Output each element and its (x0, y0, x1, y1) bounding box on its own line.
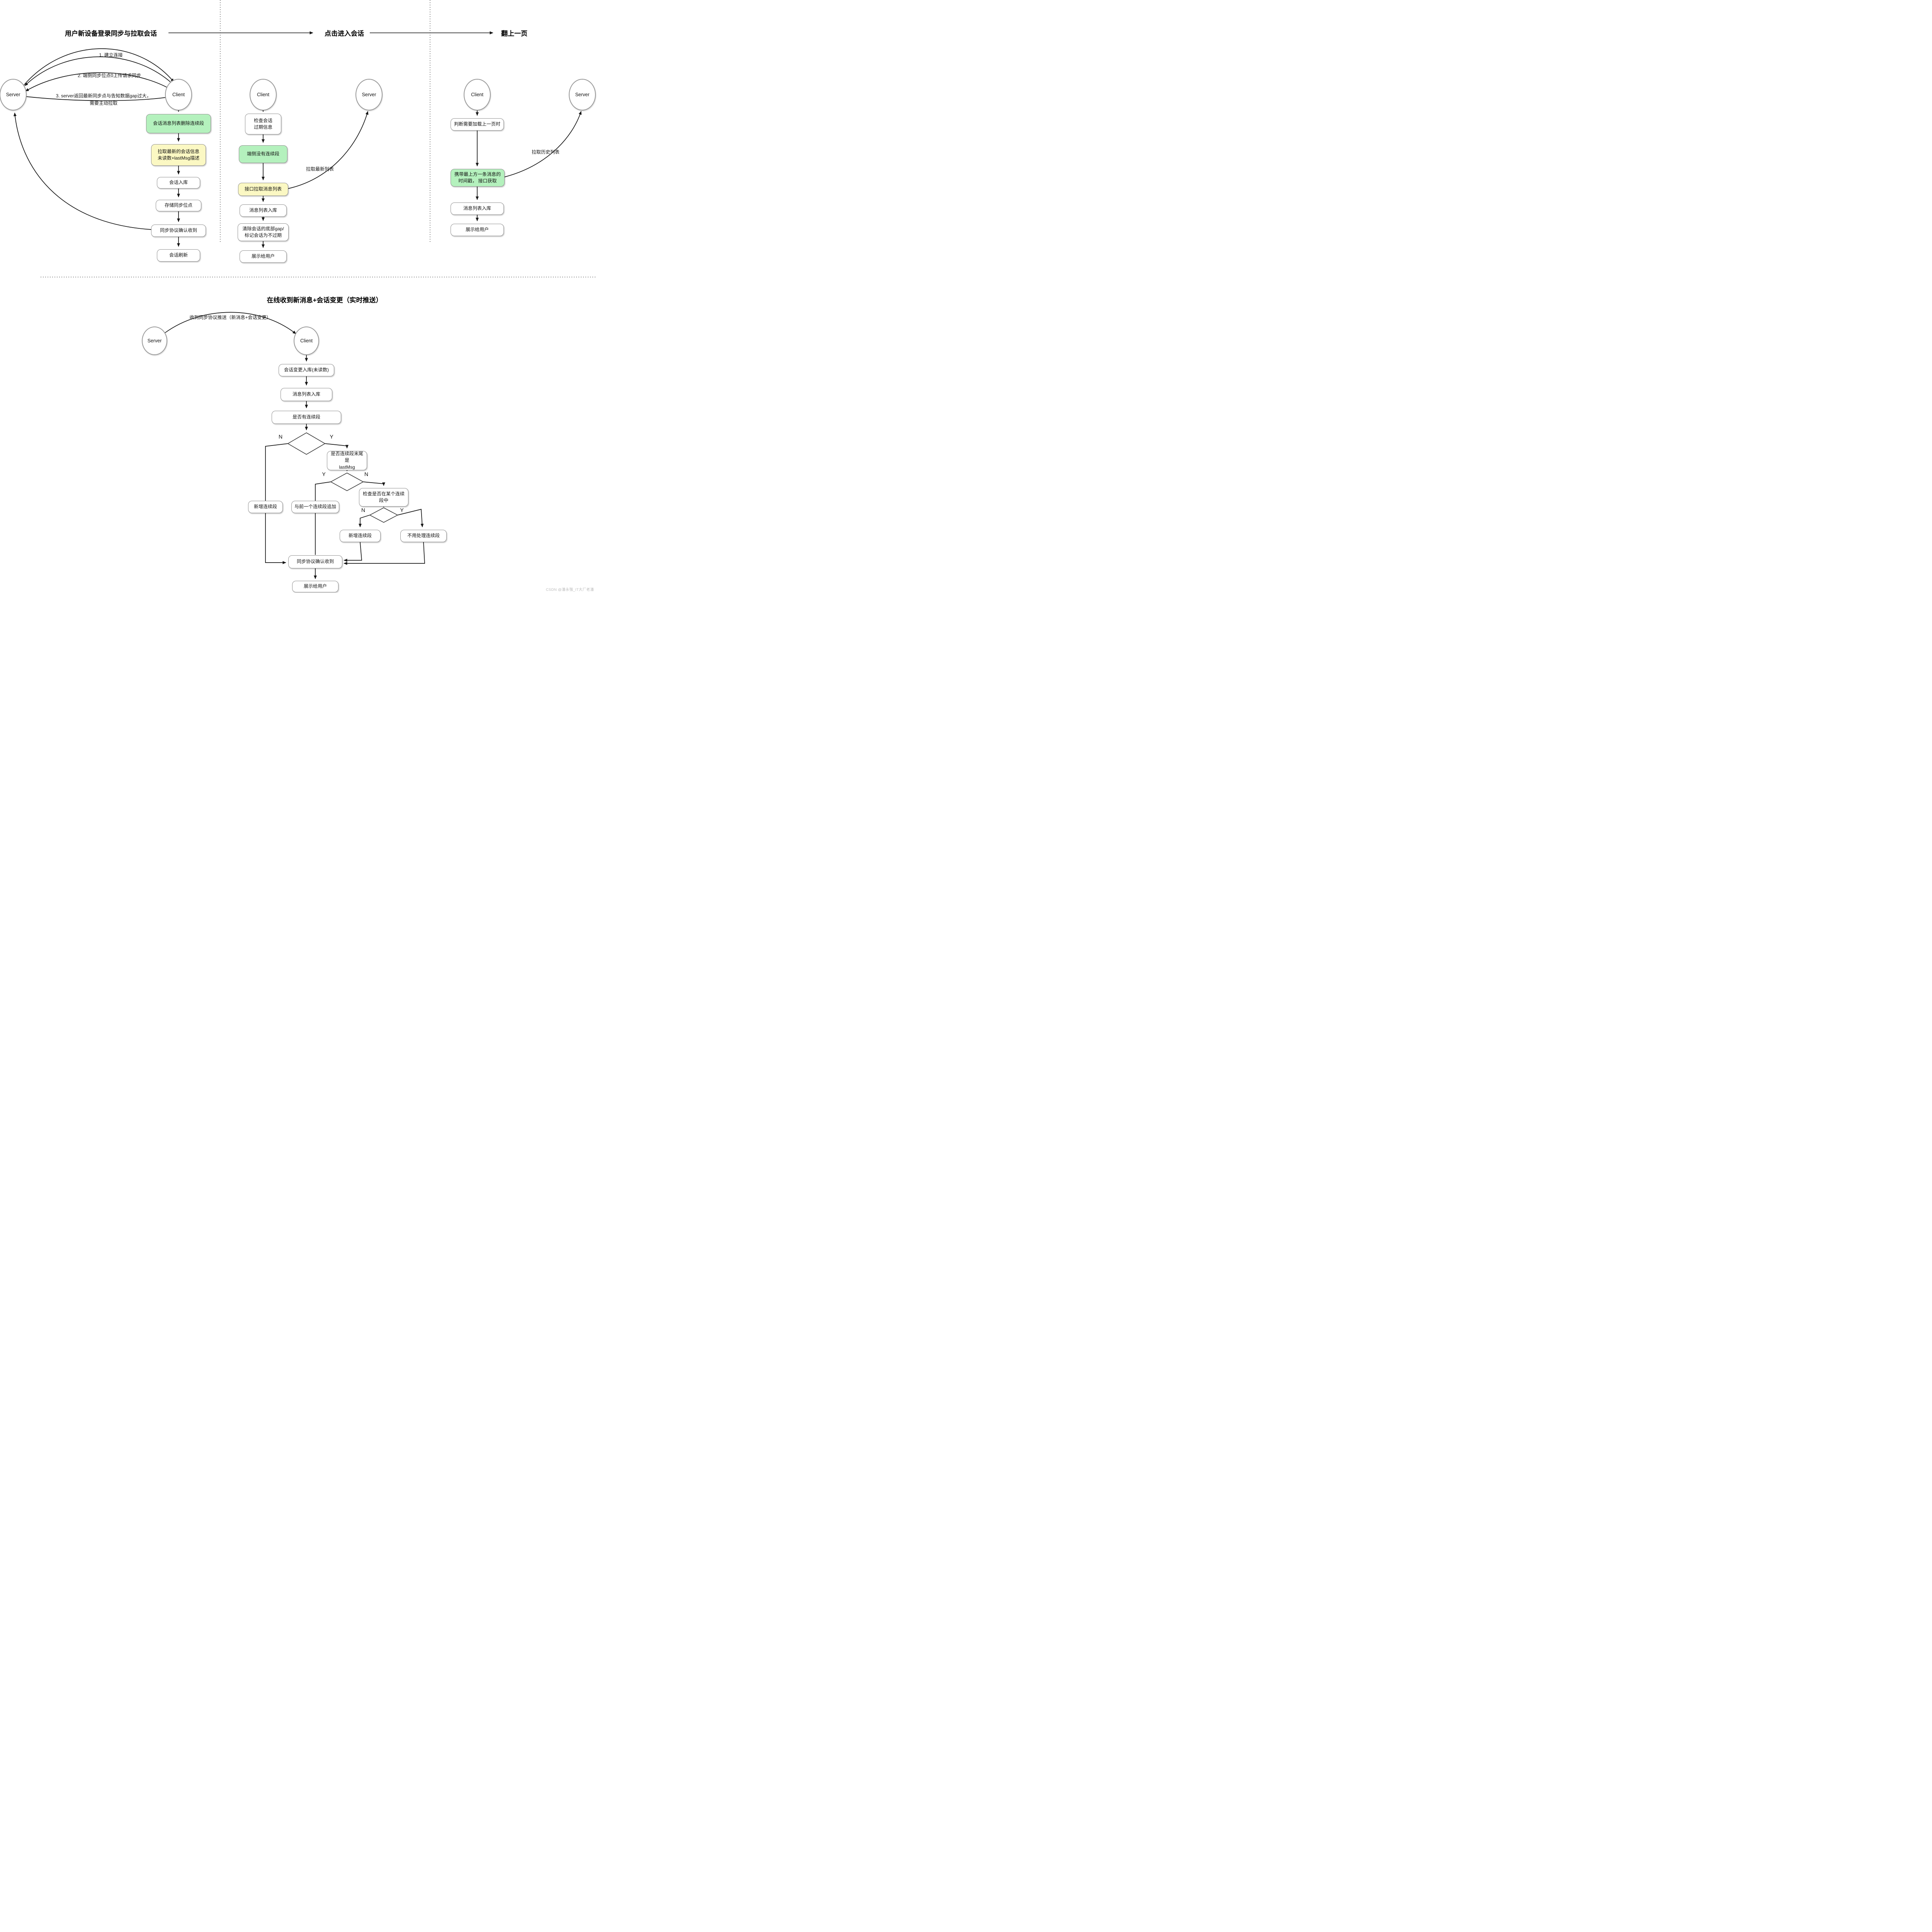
s1-step-session-refresh: 会话刷新 (157, 249, 200, 262)
s4-d3-y-branch (397, 509, 424, 527)
s4-d2-n-label: N (364, 471, 369, 477)
s4-step-sync-ack: 同步协议确认收到 (288, 555, 342, 568)
s3-step-judge-load-prev: 判断需要加载上一页时 (451, 118, 504, 131)
s2-step-no-segment: 端侧没有连续段 (239, 145, 287, 163)
s1-message-arcs (13, 48, 175, 230)
s4-step-append-prev: 与前一个连续段追加 (291, 501, 339, 513)
s4-step-no-handle: 不用处理连续段 (400, 530, 447, 542)
s1-step-store-sync-point: 存储同步位点 (156, 200, 201, 211)
s4-arrows (164, 312, 425, 579)
s3-client-circle: Client (464, 79, 491, 111)
s1-arrow2-label: 2. 端侧同步位点0上传请求同步 (77, 73, 141, 78)
s2-chain-arrows (262, 108, 369, 248)
s4-step-has-segment: 是否有连续段 (272, 411, 341, 424)
s4-step-new-segment-right: 新增连续段 (340, 530, 381, 542)
flowchart-canvas: 用户新设备登录同步与拉取会话 点击进入会话 翻上一页 在线收到新消息+会话变更（… (0, 0, 597, 593)
s1-arrow1-label: 1. 建立连接 (99, 52, 123, 58)
connector-layer (13, 0, 597, 579)
s1-server-circle: Server (0, 79, 27, 111)
s4-d2-y-label: Y (322, 471, 326, 477)
s4-step-tail-is-lastmsg: 是否连续段末尾是 lastMsg (327, 451, 367, 470)
s4-d2-n-branch (363, 481, 385, 486)
s4-step-session-change-store: 会话变更入库(未读数) (279, 364, 334, 376)
decision-diamond-in-segment (369, 507, 398, 523)
s4-step-show-user: 展示给用户 (292, 581, 338, 592)
watermark: CSDN @潘永强_IT大厂老潘 (546, 588, 594, 592)
s1-step-session-store: 会话入库 (157, 177, 200, 189)
s1-step-pull-latest: 拉取最新的会话信息 未读数+lastMsg描述 (151, 144, 206, 166)
s2-step-show-user: 展示给用户 (240, 250, 287, 263)
s2-arc-pull-latest (288, 111, 369, 189)
s2-step-clear-gap: 清除会话的底部gap/ 标记会话为不过期 (238, 223, 289, 241)
s1-step-sync-ack: 同步协议确认收到 (151, 224, 206, 237)
s4-d3-n-branch (359, 515, 370, 527)
s2-step-api-pull: 接口拉取消息列表 (238, 183, 288, 196)
s1-line-server-return (26, 95, 172, 101)
s4-newseg-left-to-ack (265, 513, 286, 564)
s4-step-new-segment-left: 新增连续段 (248, 501, 283, 513)
s2-server-circle: Server (355, 79, 383, 111)
s4-newseg-right-to-ack (344, 542, 362, 562)
s4-server-circle: Server (142, 327, 167, 355)
section-dividers (41, 0, 597, 277)
decision-diamond-tail-lastmsg (330, 473, 364, 491)
s4-d2-y-branch (315, 481, 331, 501)
s4-d1-n-label: N (278, 434, 283, 440)
s4-step-check-in-segment: 检查是否在某个连续 段中 (359, 488, 408, 507)
s1-client-circle: Client (165, 79, 192, 111)
decision-diamonds (287, 432, 398, 523)
section3-title: 翻上一页 (499, 28, 530, 38)
s4-step-msg-store: 消息列表入库 (281, 388, 332, 401)
s1-step-delete-segment: 会话消息列表删除连续段 (146, 114, 211, 133)
s1-arc-connect-to-server (24, 56, 175, 86)
s3-pull-history-label: 拉取历史列表 (531, 149, 560, 155)
s4-nohandle-to-ack (344, 542, 425, 565)
s1-arc-sync-request (25, 72, 174, 92)
s4-d1-n-branch (265, 443, 288, 501)
s4-push-label: 收到同步协议推送（新消息+会话变更） (189, 315, 271, 320)
s4-d3-y-label: Y (400, 507, 404, 513)
s1-arc-connect-to-client (24, 48, 174, 85)
section2-title: 点击进入会话 (322, 28, 366, 38)
s1-arrow3-label: 3. server返回最新同步点与告知数据gap过大， 需要主动拉取 (56, 93, 151, 106)
s4-arc-push (164, 312, 296, 334)
s2-step-check-expired: 检查会话 过期信息 (245, 114, 281, 134)
s2-pull-latest-label: 拉取最新列表 (306, 166, 334, 172)
decision-diamond-has-segment (287, 432, 326, 455)
s3-step-msg-store: 消息列表入库 (451, 202, 504, 215)
s4-client-circle: Client (294, 327, 319, 355)
s3-server-circle: Server (569, 79, 596, 111)
s2-step-msg-store: 消息列表入库 (240, 204, 287, 217)
s2-client-circle: Client (250, 79, 277, 111)
s3-chain-arrows (476, 110, 582, 221)
section4-title: 在线收到新消息+会话变更（实时推送） (264, 294, 385, 304)
s3-arc-pull-history (504, 111, 582, 177)
s3-step-carry-timestamp: 携带最上方一条消息的 时间戳， 接口获取 (451, 169, 505, 187)
s4-d3-n-label: N (361, 507, 366, 513)
s1-ack-to-server (13, 112, 151, 230)
s3-step-show-user: 展示给用户 (451, 224, 504, 236)
s4-d1-y-label: Y (330, 434, 333, 440)
section1-title: 用户新设备登录同步与拉取会话 (63, 28, 159, 38)
s4-d1-y-branch (325, 443, 349, 449)
